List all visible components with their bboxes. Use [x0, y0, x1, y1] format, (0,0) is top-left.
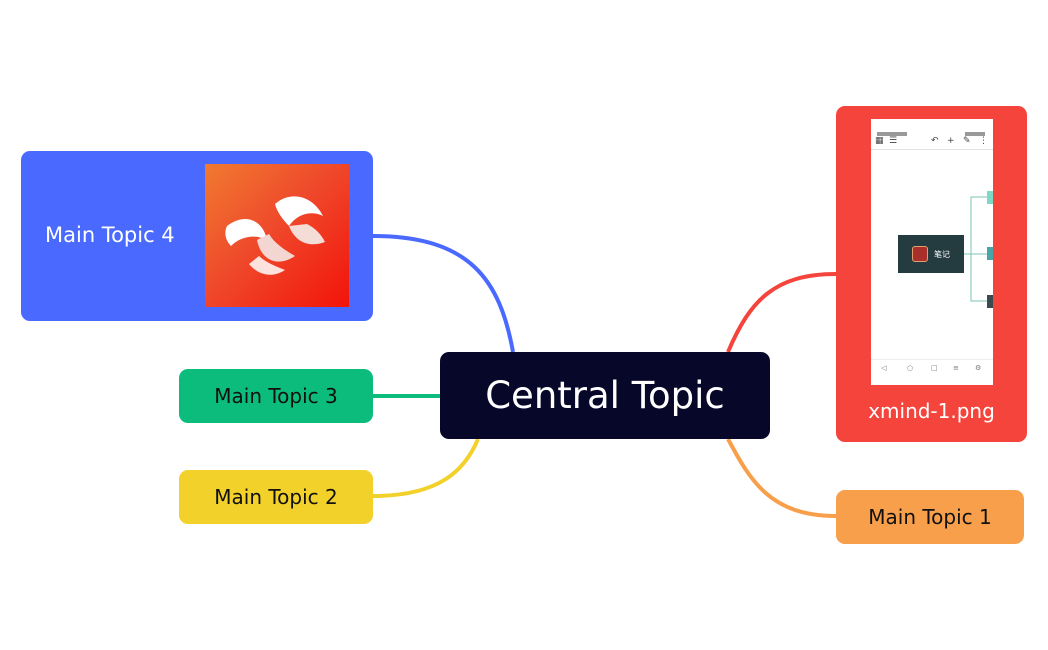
home-icon: ○: [907, 364, 914, 372]
more-icon: ⋮: [979, 136, 988, 146]
app-toolbar: ▦ ☰ ↶ + ✎ ⋮: [871, 133, 993, 150]
embedded-screenshot: ▦ ☰ ↶ + ✎ ⋮ 笔记 ◁ ○ □ ≡ ⚙: [871, 119, 993, 385]
list-icon: ☰: [889, 136, 898, 146]
undo-icon: ↶: [931, 136, 939, 146]
connector-topic4: [372, 234, 515, 353]
navigation-bar: ◁ ○ □ ≡ ⚙: [871, 359, 993, 386]
xmind-logo-icon: [205, 164, 349, 307]
add-icon: +: [947, 136, 955, 146]
central-topic-label: Central Topic: [485, 374, 725, 417]
square-icon: □: [931, 364, 938, 372]
screenshot-branches: [964, 191, 993, 308]
note-node: 笔记: [898, 235, 964, 273]
menu-icon: ≡: [953, 364, 959, 372]
image-caption: xmind-1.png: [868, 399, 995, 423]
main-topic-2[interactable]: Main Topic 2: [179, 470, 373, 524]
main-topic-1[interactable]: Main Topic 1: [836, 490, 1024, 544]
back-icon: ◁: [881, 364, 887, 372]
main-topic-3[interactable]: Main Topic 3: [179, 369, 373, 423]
grid-icon: ▦: [875, 136, 884, 146]
main-topic-2-label: Main Topic 2: [214, 485, 338, 509]
status-bar: [877, 123, 987, 136]
note-label: 笔记: [934, 249, 950, 259]
connector-topic2: [372, 438, 480, 498]
main-topic-4-label: Main Topic 4: [45, 223, 175, 247]
style-icon: ✎: [963, 136, 971, 146]
main-topic-1-label: Main Topic 1: [868, 505, 992, 529]
central-topic[interactable]: Central Topic: [440, 352, 770, 439]
settings-icon: ⚙: [975, 364, 982, 372]
connector-topic1: [726, 438, 837, 518]
notebook-icon: [912, 246, 928, 262]
main-topic-4[interactable]: Main Topic 4: [21, 151, 373, 321]
image-topic[interactable]: ▦ ☰ ↶ + ✎ ⋮ 笔记 ◁ ○ □ ≡ ⚙ xmind-1.png: [836, 106, 1027, 442]
connector-image: [726, 272, 837, 353]
main-topic-3-label: Main Topic 3: [214, 384, 338, 408]
